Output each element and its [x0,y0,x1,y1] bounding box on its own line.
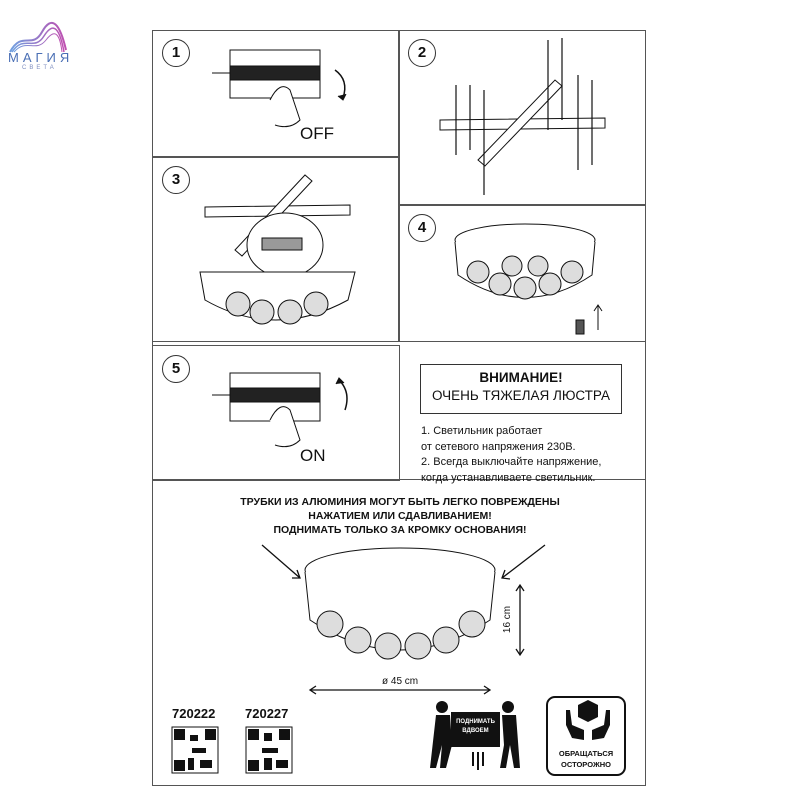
logo-subtitle: СВЕТА [22,65,57,71]
handle-with-care-sign [546,696,626,776]
off-label: OFF [300,124,334,143]
logo-name: МАГИЯ [8,50,74,65]
two-person-lift-icon [430,701,520,770]
panel-step-3 [152,156,400,342]
lift-line-2: ВДВОЕМ [462,728,489,734]
height-label: 16 cm [502,605,514,634]
care-line-1: ОБРАЩАТЬСЯ [558,749,614,758]
qr-code-720222 [171,726,219,774]
safety-notes: 1. Светильник работает от сетевого напря… [421,424,601,486]
hands-box-icon [566,700,610,740]
panel-step-5 [152,345,400,481]
handle-with-care-label: ОБРАЩАТЬСЯ ОСТОРОЖНО [547,748,625,770]
chandelier-dimension-drawing [261,544,546,695]
mounting-bracket-icon [439,38,606,195]
step-number-4: 4 [408,214,436,242]
note-line: когда устанавливаете светильник. [421,471,596,484]
warning-title: ВНИМАНИЕ! [479,370,563,385]
diameter-label: ø 45 cm [382,676,419,687]
circuit-breaker-on-icon [212,372,348,448]
model-number: 720227 [245,706,289,721]
qr-code-720227 [245,726,293,774]
model-number: 720222 [172,706,216,721]
lift-line-1: ПОДНИМАТЬ [456,719,495,725]
circuit-breaker-off-icon [212,49,347,128]
panel-step-2 [398,30,646,206]
wiring-connection-icon [199,174,356,325]
on-label: ON [300,446,326,465]
step-number-3: 3 [162,166,190,194]
heavy-chandelier-warning: ВНИМАНИЕ! ОЧЕНЬ ТЯЖЕЛАЯ ЛЮСТРА [420,364,622,414]
chandelier-installed-icon [454,223,603,335]
step-number-1: 1 [162,39,190,67]
aluminium-tubes-caution: ТРУБКИ ИЗ АЛЮМИНИЯ МОГУТ БЫТЬ ЛЕГКО ПОВР… [180,495,620,537]
brand-logo: МАГИЯ СВЕТА [2,20,74,71]
care-line-2: ОСТОРОЖНО [561,760,611,769]
panel-caution [152,479,646,786]
caution-line: НАЖАТИЕМ ИЛИ СДАВЛИВАНИЕМ! [308,510,492,522]
logo-wave-icon [9,21,67,53]
note-line: от сетевого напряжения 230В. [421,440,576,453]
warning-subtitle: ОЧЕНЬ ТЯЖЕЛАЯ ЛЮСТРА [431,388,611,403]
note-line: 2. Всегда выключайте напряжение, [421,456,602,468]
step-number-2: 2 [408,39,436,67]
panel-step-4 [398,204,646,342]
panel-step-1 [152,30,400,158]
note-line: 1. Светильник работает [421,425,543,437]
lift-together-label: ПОДНИМАТЬ ВДВОЕМ [451,718,500,736]
step-number-5: 5 [162,355,190,383]
caution-line: ПОДНИМАТЬ ТОЛЬКО ЗА КРОМКУ ОСНОВАНИЯ! [273,524,527,536]
caution-line: ТРУБКИ ИЗ АЛЮМИНИЯ МОГУТ БЫТЬ ЛЕГКО ПОВР… [240,496,560,508]
